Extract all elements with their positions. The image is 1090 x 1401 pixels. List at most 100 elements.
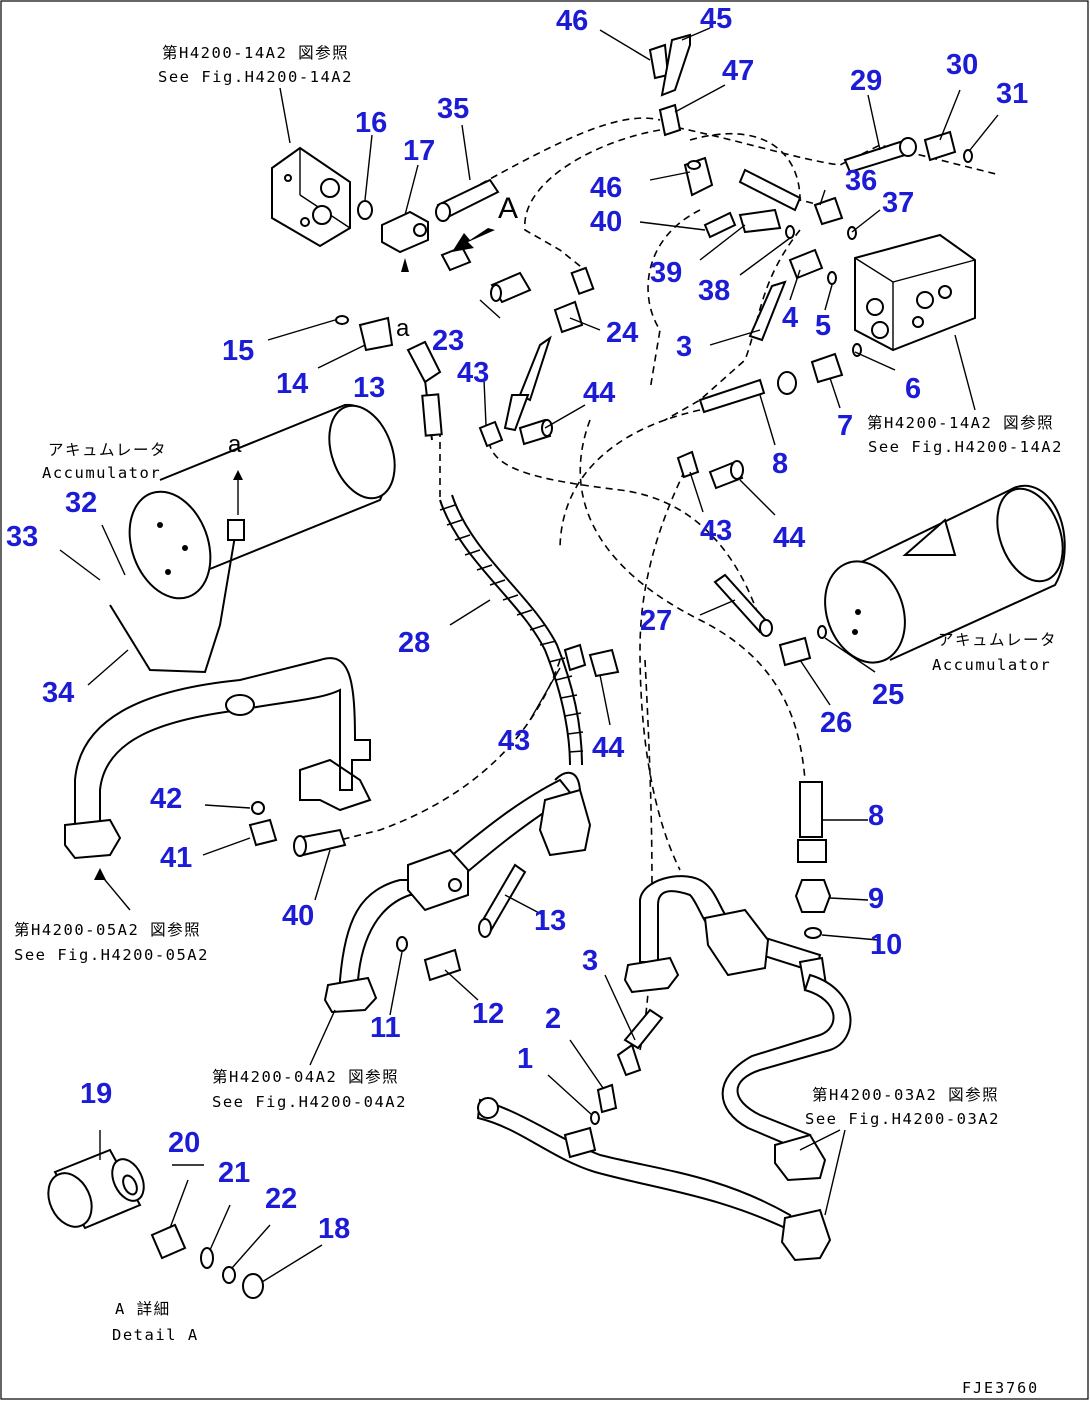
ref-bottom-right-jp: 第H4200-03A2 図参照: [812, 1086, 999, 1104]
hose-27: [713, 573, 773, 637]
ref-top-left-en: See Fig.H4200-14A2: [158, 68, 353, 86]
pipe-right-lower: [623, 875, 852, 1182]
ref-leader-left-mid: [99, 873, 131, 911]
callout-46: 46: [556, 5, 588, 37]
callout-23: 23: [432, 325, 464, 357]
fitting-42: [251, 801, 265, 815]
valve-block-right: [854, 233, 976, 352]
fitting-30: [923, 130, 957, 162]
callout-26: 26: [820, 707, 852, 739]
ref-bottom-right-en: See Fig.H4200-03A2: [805, 1110, 1000, 1128]
fitting-44-mid: [708, 460, 744, 490]
fitting-4: [788, 248, 837, 285]
ref-right-en: See Fig.H4200-14A2: [868, 438, 1063, 456]
hose-29: [843, 137, 917, 174]
pipe-center-lower: [323, 771, 592, 1014]
callout-4: 4: [782, 302, 798, 334]
ref-top-left-jp: 第H4200-14A2 図参照: [162, 44, 349, 62]
hose-28-wrap: [439, 504, 584, 753]
fitting-26: [778, 625, 827, 667]
fitting-13-elbow: [406, 340, 442, 384]
fitting-14: [358, 316, 394, 352]
callout-47: 47: [722, 55, 754, 87]
fitting-17: [381, 210, 429, 272]
point-a-label-accumulator: a: [228, 431, 242, 458]
fitting-7: [810, 343, 862, 384]
figure-code: FJE3760: [962, 1379, 1039, 1397]
hose-route-39: [647, 209, 701, 391]
callout-10: 10: [870, 929, 902, 961]
hose-route-center: [639, 459, 691, 871]
callout-15: 15: [222, 335, 254, 367]
callout-6: 6: [905, 373, 921, 405]
ref-right-jp: 第H4200-14A2 図参照: [867, 414, 1054, 432]
callout-18: 18: [318, 1213, 350, 1245]
callout-8-lower: 8: [868, 800, 884, 832]
callout-5: 5: [815, 310, 831, 342]
callout-44-top: 44: [583, 377, 615, 409]
callout-8-top: 8: [772, 448, 788, 480]
hose-40-top: [703, 208, 795, 239]
accumulator-left-en: Accumulator: [42, 464, 161, 482]
callout-17: 17: [403, 135, 435, 167]
fitting-43-mid: [676, 450, 700, 479]
callout-39: 39: [650, 257, 682, 289]
fitting-37: [813, 196, 857, 240]
fitting-44-top: [518, 418, 553, 446]
callout-13-top: 13: [353, 372, 385, 404]
callout-34: 34: [42, 677, 74, 709]
detail-a-arrow-letter: A: [498, 192, 518, 225]
callout-leaders: [59, 27, 999, 1283]
leader-right-ref: [954, 334, 976, 411]
callout-numbers: 46 45 47 29 30 31 16 35 17 36 37 46 40 3…: [6, 3, 1028, 1245]
hose-route-3-lower: [639, 659, 653, 1051]
fitting-1-2-3: [590, 1008, 664, 1125]
callout-31: 31: [996, 78, 1028, 110]
callout-24: 24: [606, 317, 638, 349]
leader-top-left-ref: [279, 87, 291, 144]
pipe-left-loop: [64, 657, 372, 860]
hose-13-lower: [478, 863, 527, 938]
callout-35: 35: [437, 93, 469, 125]
callout-11: 11: [370, 1012, 401, 1044]
callout-1: 1: [517, 1043, 533, 1075]
accumulator-right-jp: アキュムレータ: [938, 631, 1057, 649]
callout-3-lower: 3: [582, 945, 598, 977]
fitting-44-lower: [588, 648, 620, 678]
valve-block-top-left: [271, 146, 351, 248]
callout-28: 28: [398, 627, 430, 659]
fitting-8-9-10: [794, 781, 832, 939]
accumulator-left-jp: アキュムレータ: [48, 441, 167, 459]
hose-24-to-44: [503, 335, 552, 432]
ref-leader-bottom-right-1: [799, 1129, 841, 1151]
detail-a-parts: [47, 1148, 264, 1299]
ref-leader-bottom-right-2: [824, 1129, 846, 1216]
ref-bottom-mid-jp: 第H4200-04A2 図参照: [212, 1068, 399, 1086]
callout-37: 37: [882, 187, 914, 219]
point-a-label-top: a: [396, 315, 410, 342]
fitting-11: [396, 936, 408, 952]
hose-route-8: [579, 419, 806, 781]
callout-29: 29: [850, 65, 882, 97]
hose-40-lower: [293, 828, 347, 857]
fitting-43-top: [478, 420, 504, 448]
callout-38: 38: [698, 275, 730, 307]
callout-32: 32: [65, 487, 97, 519]
accumulator-right: [824, 484, 1066, 664]
ref-left-mid-jp: 第H4200-05A2 図参照: [14, 921, 201, 939]
accumulator-left: [109, 403, 396, 674]
fitting-24: [553, 266, 595, 334]
callout-43-top: 43: [457, 357, 489, 389]
callout-22: 22: [265, 1183, 297, 1215]
callout-40-lower: 40: [282, 900, 314, 932]
fitting-43-lower: [563, 643, 587, 672]
detail-a-title-en: Detail A: [112, 1326, 199, 1344]
callout-33: 33: [6, 521, 38, 553]
callout-43-lower: 43: [498, 725, 530, 757]
callout-16: 16: [355, 107, 387, 139]
callout-27: 27: [640, 605, 672, 637]
hose-route-3: [664, 229, 801, 421]
ref-leader-bottom-mid: [309, 1009, 336, 1066]
callout-3-top: 3: [676, 331, 692, 363]
